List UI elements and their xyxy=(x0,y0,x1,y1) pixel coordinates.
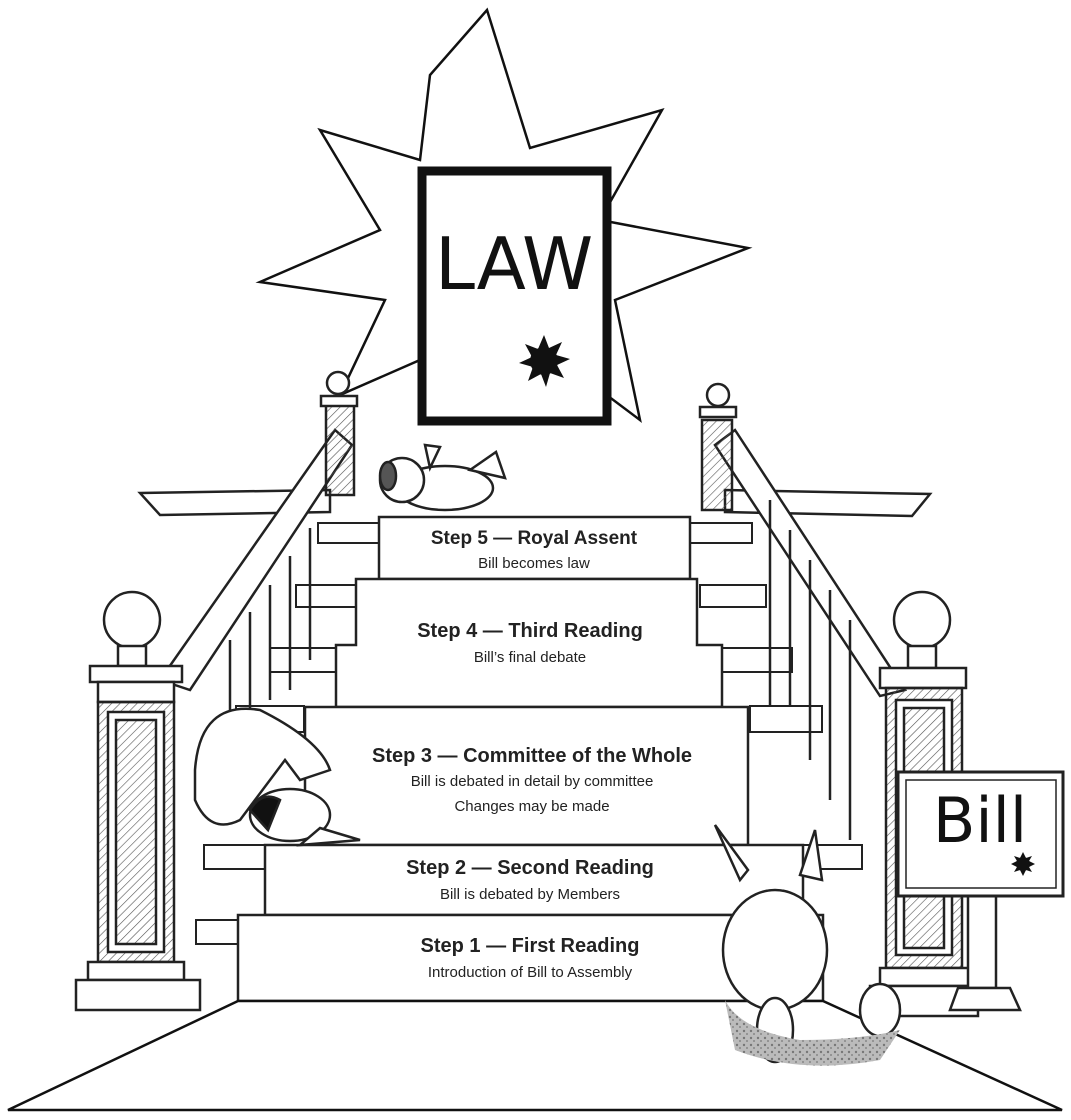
step-3-desc-line-1: Bill is debated in detail by committee xyxy=(411,773,654,790)
law-sign: LAW xyxy=(422,171,607,421)
floor-carpet xyxy=(8,1001,1062,1110)
law-sign-text: LAW xyxy=(435,222,593,306)
step-3-title: Step 3 — Committee of the Whole xyxy=(372,745,692,767)
step-4-face-body xyxy=(336,579,722,707)
step-5-desc-line: Bill becomes law xyxy=(478,555,590,572)
dog-top-rolling xyxy=(380,445,505,510)
step-2-face xyxy=(265,845,803,915)
step-3-desc-line-2: Changes may be made xyxy=(454,798,609,815)
bill-sign-text: Bill xyxy=(933,784,1027,857)
step-1-title: Step 1 — First Reading xyxy=(421,935,640,957)
upper-landing xyxy=(140,490,930,516)
step-2-title: Step 2 — Second Reading xyxy=(406,857,654,879)
step-5-title: Step 5 — Royal Assent xyxy=(431,528,638,549)
step-2-desc-line: Bill is debated by Members xyxy=(440,886,620,903)
step-1-desc-line: Introduction of Bill to Assembly xyxy=(428,964,633,981)
left-railing xyxy=(160,372,357,740)
step-4-desc-line: Bill’s final debate xyxy=(474,649,586,666)
step-4-title: Step 4 — Third Reading xyxy=(417,620,643,642)
